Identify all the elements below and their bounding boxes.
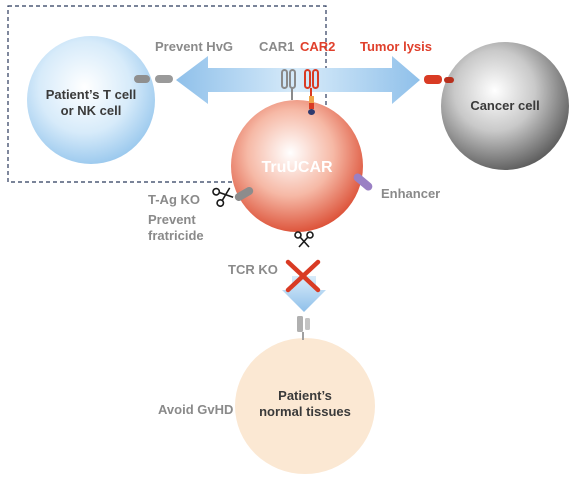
car1-receptor-icon [281, 69, 296, 100]
x-cross-icon [285, 259, 321, 293]
car2-label: CAR2 [300, 39, 336, 54]
car1-label: CAR1 [259, 39, 295, 54]
tumor-lysis-label: Tumor lysis [360, 39, 433, 54]
trucar-label: TruUCAR [261, 159, 333, 176]
cancer-cell [441, 42, 569, 170]
patient-cell-antigen [134, 75, 173, 83]
cancer-cell-antigen [424, 75, 454, 84]
tcr-receptor-icon [297, 316, 310, 340]
tcr-ko-label: TCR KO [228, 262, 278, 277]
avoid-gvhd-label: Avoid GvHD [158, 402, 234, 417]
prevent-hvg-label: Prevent HvG [155, 39, 234, 54]
patient-cell-label: Patient’s T cell or NK cell [46, 87, 137, 118]
prevent-fratricide-label: Prevent fratricide [148, 212, 204, 243]
car2-receptor-icon [304, 69, 319, 115]
cancer-cell-label: Cancer cell [470, 98, 540, 113]
enhancer-marker [353, 173, 373, 191]
tag-antigen-marker [234, 187, 254, 201]
tag-ko-label: T-Ag KO [148, 192, 200, 207]
normal-tissue-cell [235, 338, 375, 474]
scissors-icon [294, 231, 314, 248]
arrow-to-patient-cell [176, 56, 300, 104]
scissors-icon [212, 187, 234, 208]
dashed-box [7, 5, 327, 183]
patient-cell-label-text: Patient’s T cell or NK cell [45, 87, 137, 118]
patient-cell [27, 36, 155, 164]
arrow-to-normal-tissues [282, 276, 326, 312]
trucar-cell [231, 100, 363, 232]
arrow-to-cancer-cell [296, 56, 420, 104]
normal-tissues-label: Patient’s normal tissues [259, 388, 351, 419]
enhancer-label: Enhancer [381, 186, 441, 201]
